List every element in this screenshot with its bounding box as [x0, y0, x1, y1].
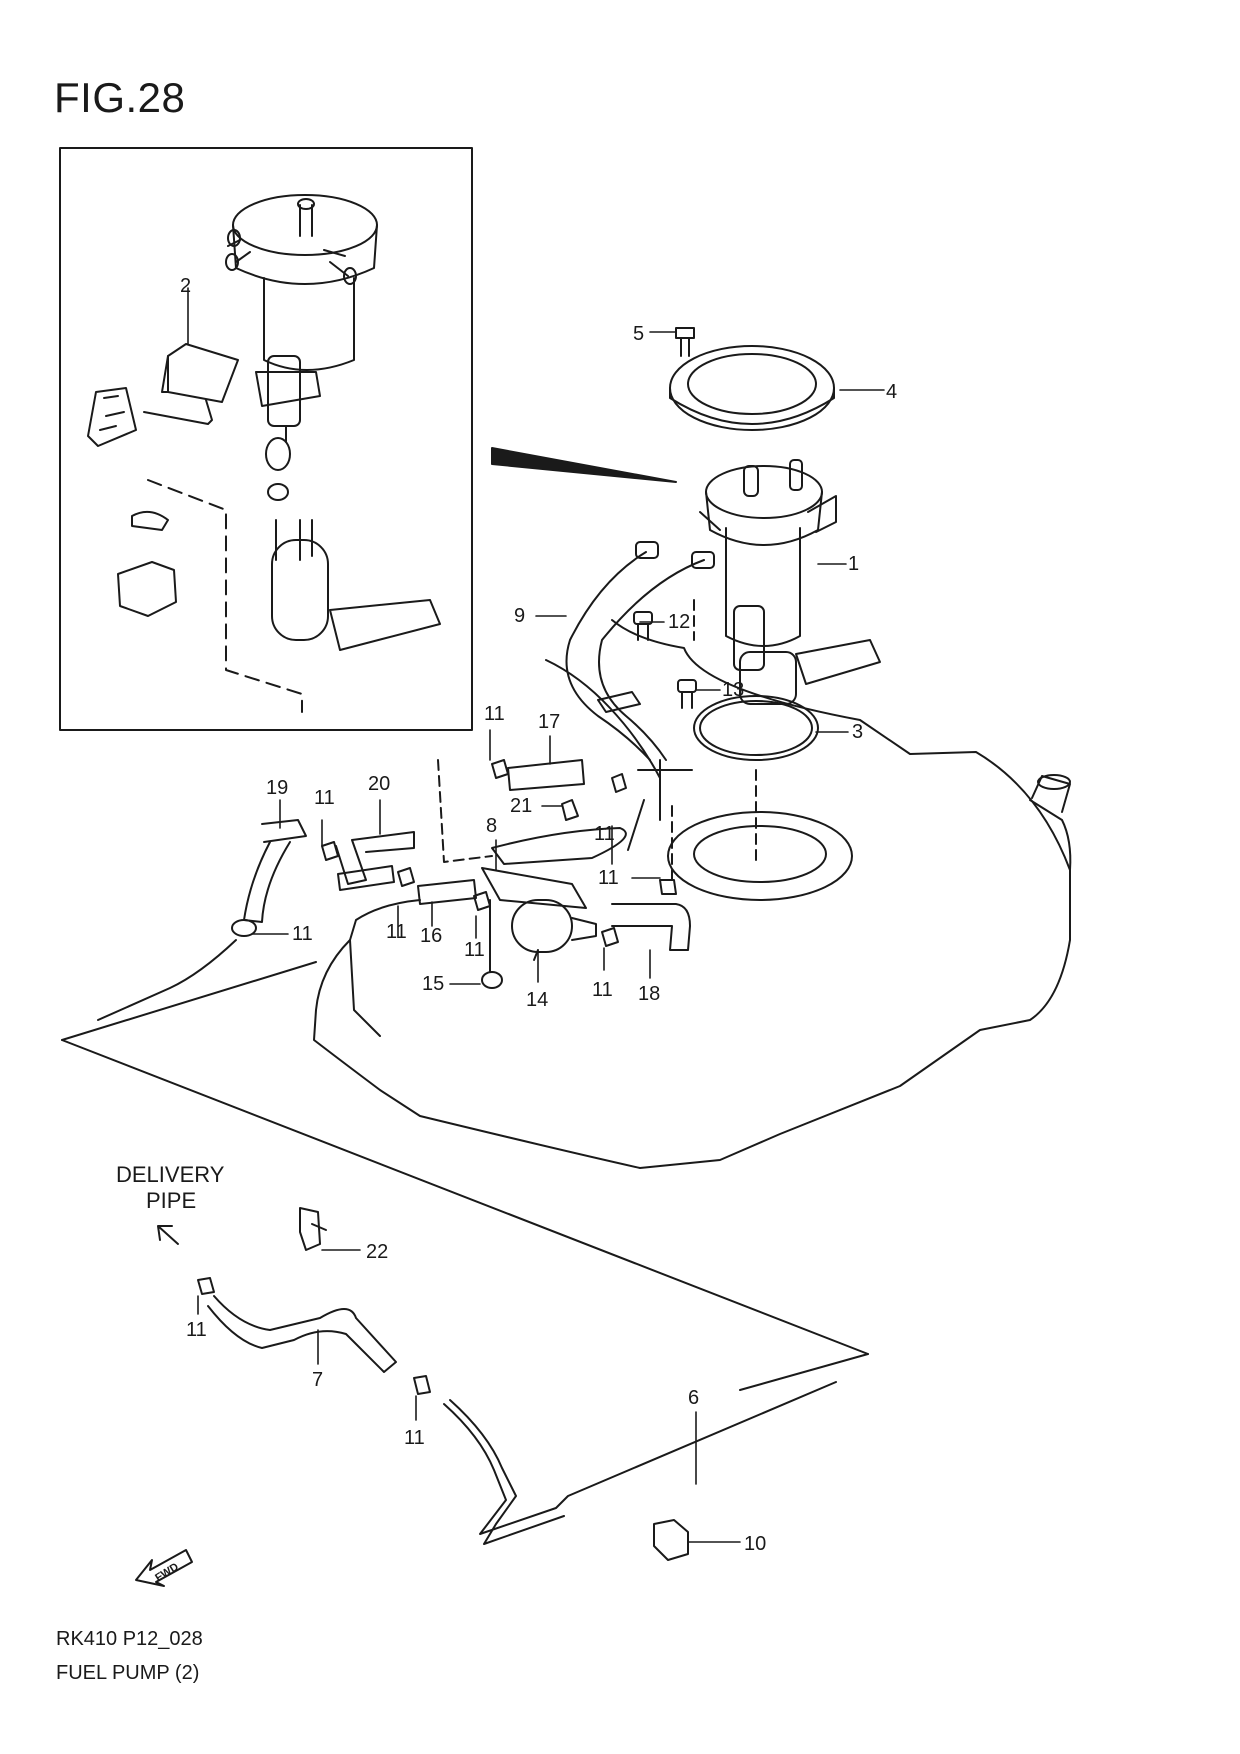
delivery-label: DELIVERY — [116, 1162, 225, 1187]
nut-part-15 — [481, 899, 503, 989]
flange-ring — [669, 345, 835, 431]
tank-opening — [667, 769, 853, 901]
callout-11-f: 11 — [386, 921, 407, 943]
callout-21: 21 — [510, 795, 532, 817]
hoses — [243, 759, 691, 951]
pipe-label: PIPE — [146, 1188, 196, 1213]
hose-part-7 — [197, 1277, 397, 1373]
callout-9: 9 — [514, 605, 525, 627]
delivery-pipe-note: DELIVERY PIPE — [116, 1162, 225, 1213]
callout-1: 1 — [848, 553, 859, 575]
part-callouts: 2 5 4 1 9 12 13 3 11 17 19 11 20 8 21 11… — [180, 275, 897, 1555]
figure-title: FIG.28 — [54, 74, 186, 121]
callout-11-c: 11 — [594, 823, 615, 845]
callout-10: 10 — [744, 1533, 766, 1555]
connector-part-10 — [653, 1519, 689, 1561]
callout-11-i: 11 — [186, 1319, 207, 1341]
callout-8: 8 — [486, 815, 497, 837]
fuel-lines-part-9 — [545, 541, 715, 851]
bolts-part-12-13 — [633, 611, 697, 709]
leader-lines — [187, 287, 885, 1543]
callout-11-d: 11 — [598, 867, 619, 889]
callout-2: 2 — [180, 275, 191, 297]
pointer-wedge — [491, 447, 677, 483]
fwd-arrow-icon: FWD — [135, 1549, 193, 1587]
pipe-part-6 — [413, 1375, 837, 1545]
callout-12: 12 — [668, 611, 690, 633]
inset-lower-pump — [117, 437, 441, 713]
lower-left-pipe — [97, 939, 237, 1021]
callout-19: 19 — [266, 777, 288, 799]
callout-7: 7 — [312, 1369, 323, 1391]
clip-part-22 — [299, 1207, 327, 1251]
gasket-part-3 — [693, 695, 819, 761]
callout-15: 15 — [422, 973, 444, 995]
ground-plane — [61, 961, 869, 1391]
connector-dashes — [437, 599, 695, 881]
fuel-tank-outline — [313, 619, 1072, 1169]
figure-code: RK410 P12_028 — [56, 1628, 203, 1650]
clamps-part-11 — [231, 759, 677, 947]
callout-17: 17 — [538, 711, 560, 733]
callout-11-a: 11 — [484, 703, 505, 725]
delivery-direction-arrow — [157, 1225, 179, 1245]
callout-22: 22 — [366, 1241, 388, 1263]
inset-pump-module — [225, 194, 378, 443]
callout-4: 4 — [886, 381, 897, 403]
callout-20: 20 — [368, 773, 390, 795]
callout-6: 6 — [688, 1387, 699, 1409]
callout-11-e: 11 — [292, 923, 313, 945]
callout-3: 3 — [852, 721, 863, 743]
fuel-filter-part-14 — [481, 867, 597, 961]
figure-name: FUEL PUMP (2) — [56, 1662, 200, 1684]
fuel-pump-module — [699, 459, 881, 705]
callout-11-b: 11 — [314, 787, 335, 809]
callout-14: 14 — [526, 989, 548, 1011]
callout-11-g: 11 — [464, 939, 485, 961]
inset-frame — [59, 147, 473, 731]
screw-part-5 — [675, 327, 695, 357]
callout-11-j: 11 — [404, 1427, 425, 1449]
callout-11-h: 11 — [592, 979, 613, 1001]
callout-18: 18 — [638, 983, 660, 1005]
inset-level-sender — [87, 343, 239, 447]
callout-5: 5 — [633, 323, 644, 345]
callout-16: 16 — [420, 925, 442, 947]
callout-13: 13 — [722, 679, 744, 701]
clip-part-21 — [561, 799, 579, 821]
bracket-part-8 — [491, 827, 627, 865]
